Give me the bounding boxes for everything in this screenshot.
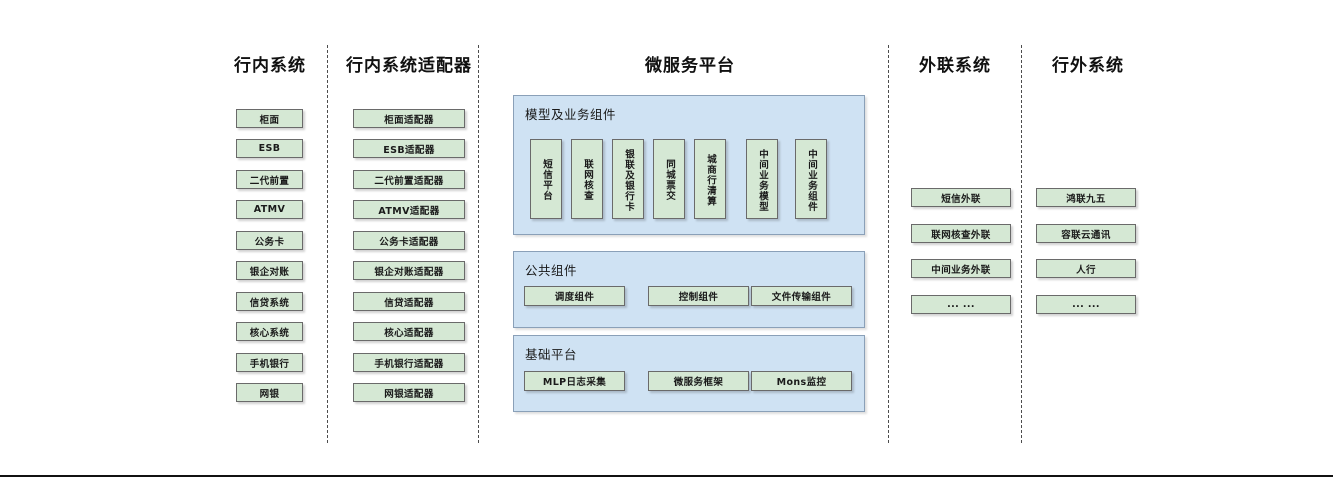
node-public-component[interactable]: 调度组件 <box>524 286 625 306</box>
node-outside-system[interactable]: 鸿联九五 <box>1036 188 1136 207</box>
node-model-component[interactable]: 同城票交 <box>653 139 685 219</box>
node-internal-system[interactable]: 二代前置 <box>236 170 303 189</box>
column-divider-3 <box>888 45 889 443</box>
column-divider-1 <box>327 45 328 443</box>
panel-title-base-platform: 基础平台 <box>525 347 578 362</box>
node-internal-system[interactable]: 手机银行 <box>236 353 303 372</box>
node-model-component[interactable]: 短信平台 <box>530 139 562 219</box>
node-internal-system[interactable]: 公务卡 <box>236 231 303 250</box>
node-internal-adapter[interactable]: 银企对账适配器 <box>353 261 465 280</box>
node-outside-system[interactable]: 人行 <box>1036 259 1136 278</box>
panel-title-model-business-components: 模型及业务组件 <box>525 107 617 122</box>
node-public-component[interactable]: 控制组件 <box>648 286 749 306</box>
node-internal-adapter[interactable]: 手机银行适配器 <box>353 353 465 372</box>
node-model-component[interactable]: 中间业务组件 <box>795 139 827 219</box>
node-internal-adapter[interactable]: ESB适配器 <box>353 139 465 158</box>
bottom-divider-rule <box>0 475 1333 477</box>
column-header-outside-systems: 行外系统 <box>1052 56 1124 76</box>
node-internal-adapter[interactable]: 二代前置适配器 <box>353 170 465 189</box>
column-header-microservice-platform: 微服务平台 <box>645 56 735 76</box>
node-outside-system[interactable]: 容联云通讯 <box>1036 224 1136 243</box>
column-header-external-link-systems: 外联系统 <box>919 56 991 76</box>
node-internal-adapter[interactable]: 核心适配器 <box>353 322 465 341</box>
node-external-link-system[interactable]: 短信外联 <box>911 188 1011 207</box>
node-base-platform-component[interactable]: 微服务框架 <box>648 371 749 391</box>
node-external-link-system[interactable]: 联网核查外联 <box>911 224 1011 243</box>
column-divider-4 <box>1021 45 1022 443</box>
node-internal-adapter[interactable]: ATMV适配器 <box>353 200 465 219</box>
node-internal-system[interactable]: 信贷系统 <box>236 292 303 311</box>
node-internal-adapter[interactable]: 网银适配器 <box>353 383 465 402</box>
node-base-platform-component[interactable]: MLP日志采集 <box>524 371 625 391</box>
panel-title-public-components: 公共组件 <box>525 263 578 278</box>
node-internal-system[interactable]: 柜面 <box>236 109 303 128</box>
node-internal-system[interactable]: 核心系统 <box>236 322 303 341</box>
node-internal-system[interactable]: 网银 <box>236 383 303 402</box>
node-model-component[interactable]: 城商行清算 <box>694 139 726 219</box>
column-header-internal-adapters: 行内系统适配器 <box>346 56 472 76</box>
column-header-internal-systems: 行内系统 <box>234 56 306 76</box>
node-internal-system[interactable]: 银企对账 <box>236 261 303 280</box>
node-model-component[interactable]: 联网核查 <box>571 139 603 219</box>
node-model-component[interactable]: 中间业务模型 <box>746 139 778 219</box>
node-model-component[interactable]: 银联及银行卡 <box>612 139 644 219</box>
node-external-link-system[interactable]: 中间业务外联 <box>911 259 1011 278</box>
node-external-link-system[interactable]: ... ... <box>911 295 1011 314</box>
node-internal-adapter[interactable]: 公务卡适配器 <box>353 231 465 250</box>
node-internal-adapter[interactable]: 柜面适配器 <box>353 109 465 128</box>
node-public-component[interactable]: 文件传输组件 <box>751 286 852 306</box>
column-divider-2 <box>478 45 479 443</box>
node-base-platform-component[interactable]: Mons监控 <box>751 371 852 391</box>
node-internal-system[interactable]: ESB <box>236 139 303 158</box>
node-outside-system[interactable]: ... ... <box>1036 295 1136 314</box>
node-internal-adapter[interactable]: 信贷适配器 <box>353 292 465 311</box>
node-internal-system[interactable]: ATMV <box>236 200 303 219</box>
